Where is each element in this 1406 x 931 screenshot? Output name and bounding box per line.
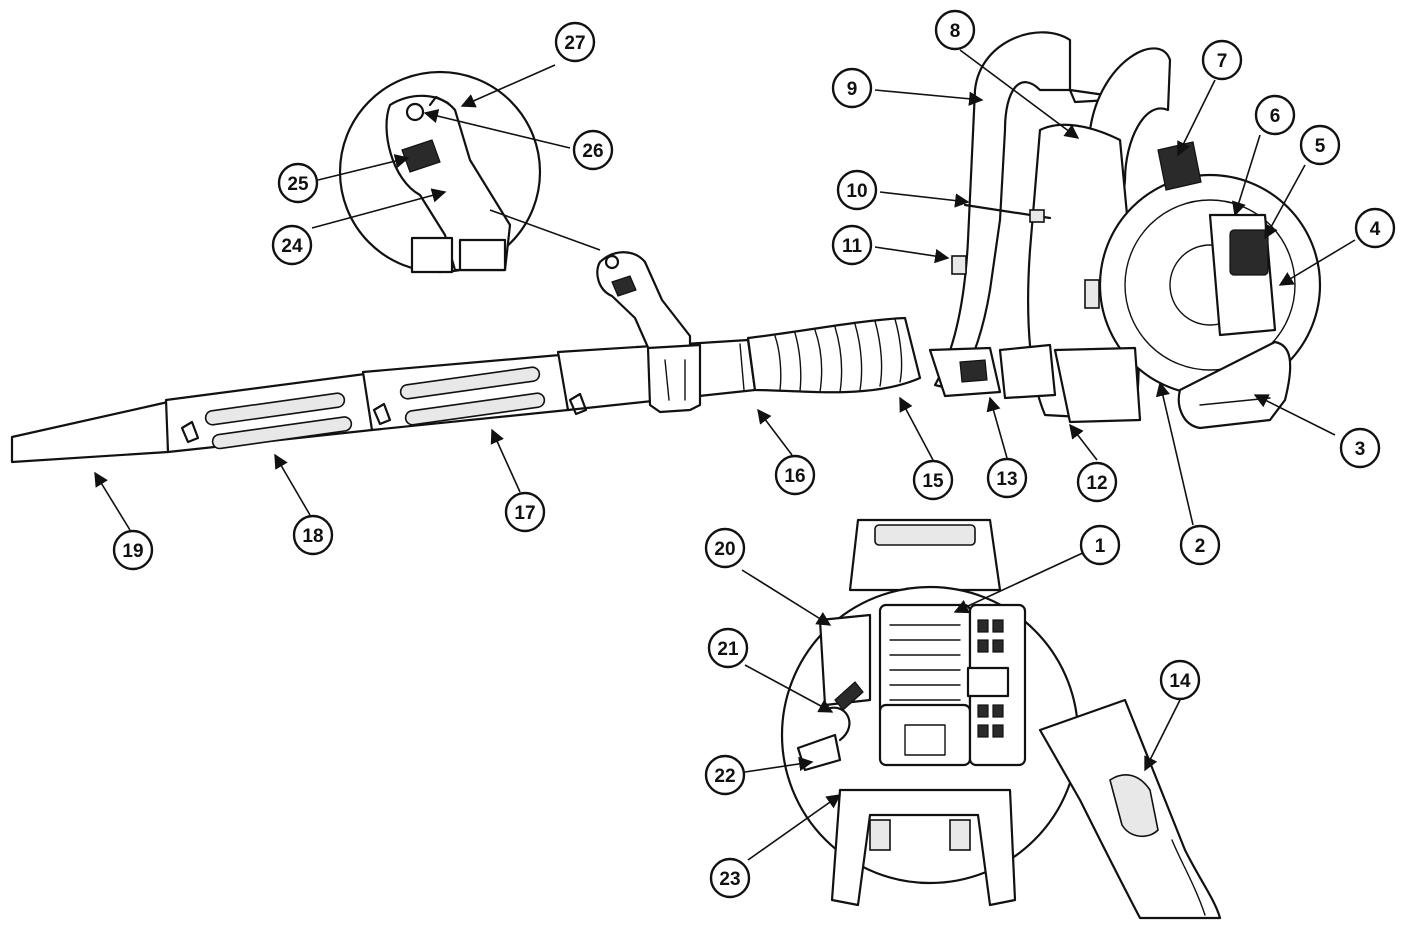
callout-12: 12 <box>1076 461 1118 503</box>
svg-text:25: 25 <box>287 174 309 195</box>
svg-text:20: 20 <box>714 539 735 560</box>
callout-26: 26 <box>572 129 614 171</box>
callout-17: 17 <box>504 491 546 533</box>
callout-3: 3 <box>1339 427 1381 469</box>
throttle-handle <box>596 251 702 414</box>
callout-20: 20 <box>704 527 746 569</box>
svg-text:7: 7 <box>1217 51 1228 72</box>
callout-24: 24 <box>271 224 313 266</box>
blower-tube-assembly <box>10 251 922 464</box>
callout-6: 6 <box>1254 94 1296 136</box>
svg-text:9: 9 <box>847 79 858 100</box>
svg-text:4: 4 <box>1370 219 1381 240</box>
callout-18: 18 <box>292 514 334 556</box>
svg-text:22: 22 <box>714 766 735 787</box>
leader-lines <box>94 49 1356 861</box>
callout-14: 14 <box>1159 659 1201 701</box>
svg-text:8: 8 <box>950 21 961 42</box>
callout-4: 4 <box>1354 207 1396 249</box>
svg-text:17: 17 <box>514 503 535 524</box>
callout-1: 1 <box>1079 524 1121 566</box>
svg-text:6: 6 <box>1270 106 1281 127</box>
svg-text:11: 11 <box>842 236 863 257</box>
svg-text:21: 21 <box>717 639 739 660</box>
callout-23: 23 <box>709 857 751 899</box>
svg-text:19: 19 <box>122 541 143 562</box>
callout-8: 8 <box>934 9 976 51</box>
callout-21: 21 <box>707 627 749 669</box>
callouts: 1 2 3 4 5 6 7 8 9 10 11 12 13 14 15 16 1… <box>112 9 1396 899</box>
svg-text:15: 15 <box>922 471 944 492</box>
callout-13: 13 <box>986 457 1028 499</box>
callout-25: 25 <box>277 162 319 204</box>
svg-text:1: 1 <box>1095 536 1106 557</box>
svg-text:24: 24 <box>281 236 303 257</box>
callout-2: 2 <box>1179 524 1221 566</box>
svg-text:10: 10 <box>846 181 867 202</box>
svg-text:27: 27 <box>564 33 585 54</box>
shoulder-strap-left <box>933 31 1072 392</box>
base-frame <box>830 788 1017 907</box>
callout-27: 27 <box>554 21 596 63</box>
engine-cylinder <box>878 603 972 717</box>
svg-text:14: 14 <box>1169 671 1191 692</box>
backpack-frame-side-view <box>928 31 1322 430</box>
svg-text:23: 23 <box>719 869 740 890</box>
callout-22: 22 <box>704 754 746 796</box>
callout-16: 16 <box>774 454 816 496</box>
callout-19: 19 <box>112 529 154 571</box>
svg-text:13: 13 <box>996 469 1017 490</box>
svg-text:5: 5 <box>1315 136 1326 157</box>
svg-text:3: 3 <box>1355 439 1366 460</box>
callout-7: 7 <box>1201 39 1243 81</box>
callout-15: 15 <box>912 459 954 501</box>
callout-11: 11 <box>831 224 873 266</box>
callout-10: 10 <box>836 169 878 211</box>
callout-9: 9 <box>831 67 873 109</box>
waist-belt <box>1053 346 1142 424</box>
svg-text:2: 2 <box>1195 536 1206 557</box>
svg-text:16: 16 <box>784 466 805 487</box>
handle-detail-zoom <box>338 70 601 274</box>
svg-text:18: 18 <box>302 526 323 547</box>
flex-hose <box>746 316 922 394</box>
callout-5: 5 <box>1299 124 1341 166</box>
nozzle-tube <box>10 400 170 464</box>
backpack-rear-view <box>780 518 1222 920</box>
svg-text:26: 26 <box>582 141 603 162</box>
svg-text:12: 12 <box>1086 473 1107 494</box>
